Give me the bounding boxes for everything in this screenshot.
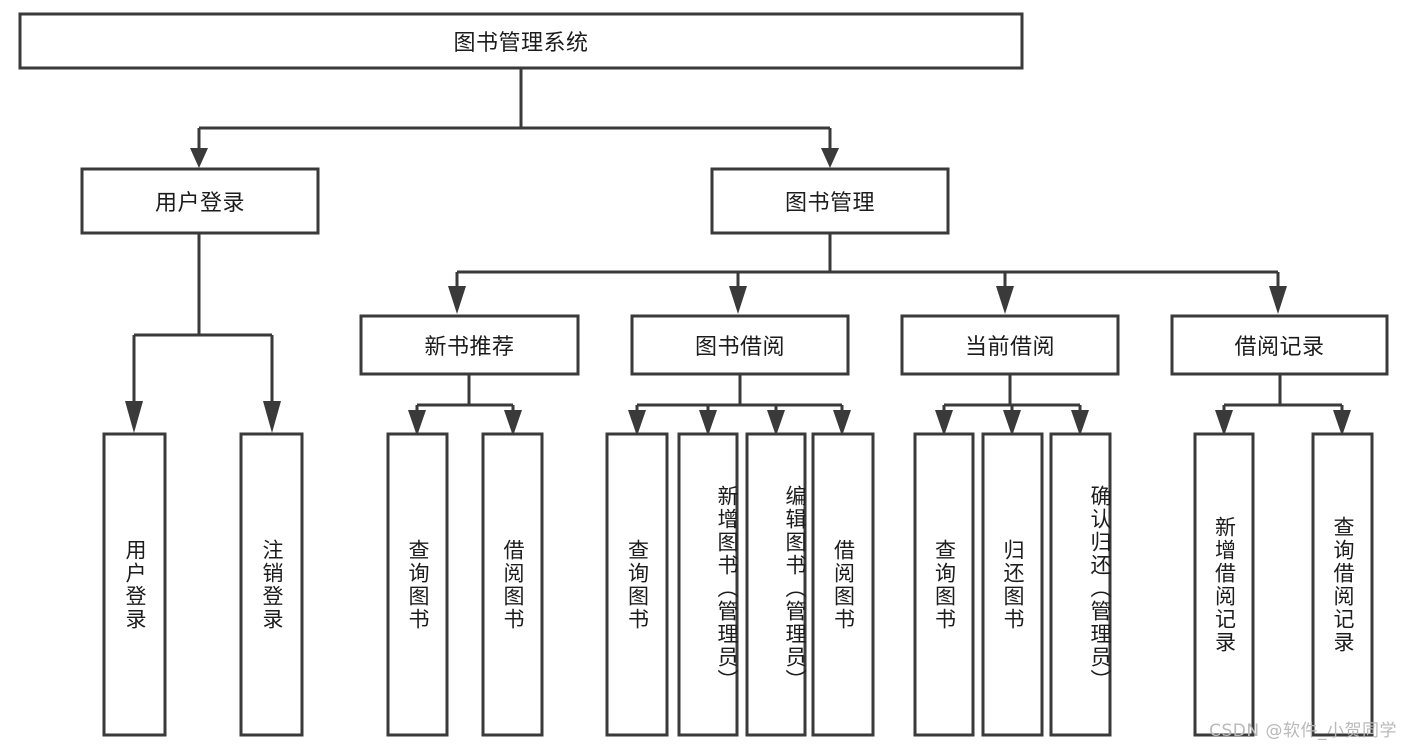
arrow-current-borrow-leaf-3-icon bbox=[1071, 410, 1089, 436]
leaf-box-borrow-book-recommend[interactable] bbox=[481, 432, 544, 737]
arrow-new-book-leaf-2-icon bbox=[504, 410, 522, 436]
leaf-box-add-book-admin[interactable] bbox=[677, 432, 739, 737]
leaf-box-logout[interactable] bbox=[239, 432, 304, 737]
arrow-user-login-leaf-1-icon bbox=[125, 401, 143, 433]
arrow-to-borrow-record-icon bbox=[1269, 286, 1287, 314]
level2-node-box-user-login[interactable] bbox=[80, 167, 320, 235]
arrow-book-borrow-leaf-1-icon bbox=[628, 410, 646, 436]
arrow-borrow-record-leaf-2-icon bbox=[1333, 410, 1351, 436]
level3-node-box-book-borrow[interactable] bbox=[630, 314, 850, 376]
leaf-box-confirm-return-admin[interactable] bbox=[1049, 432, 1112, 737]
arrow-borrow-record-leaf-1-icon bbox=[1215, 410, 1233, 436]
arrow-to-new-book-icon bbox=[448, 286, 466, 314]
leaf-box-query-book-borrow[interactable] bbox=[605, 432, 669, 737]
leaf-box-return-book[interactable] bbox=[981, 432, 1044, 737]
level3-node-box-new-book-recommend[interactable] bbox=[359, 314, 580, 376]
arrow-to-current-borrow-icon bbox=[996, 286, 1014, 314]
leaf-box-query-borrow-record[interactable] bbox=[1311, 432, 1374, 737]
arrow-book-borrow-leaf-3-icon bbox=[767, 410, 785, 436]
leaf-box-user-login[interactable] bbox=[102, 432, 167, 737]
arrow-current-borrow-leaf-1-icon bbox=[935, 410, 953, 436]
leaf-box-query-book-recommend[interactable] bbox=[386, 432, 449, 737]
arrow-to-book-borrow-icon bbox=[729, 286, 747, 314]
level3-node-box-borrow-record[interactable] bbox=[1170, 314, 1389, 376]
leaf-box-borrow-book[interactable] bbox=[811, 432, 875, 737]
leaf-box-add-borrow-record[interactable] bbox=[1193, 432, 1255, 737]
leaf-box-query-book-current[interactable] bbox=[913, 432, 975, 737]
root-node-box[interactable] bbox=[18, 12, 1024, 70]
watermark-text: CSDN @软件_小贺同学 bbox=[1209, 721, 1397, 741]
leaf-box-edit-book-admin[interactable] bbox=[745, 432, 807, 737]
level3-node-box-current-borrow[interactable] bbox=[900, 314, 1120, 376]
arrow-user-login-leaf-2-icon bbox=[263, 401, 281, 433]
arrow-current-borrow-leaf-2-icon bbox=[1003, 410, 1021, 436]
arrow-root-to-user-login-icon bbox=[190, 148, 208, 168]
arrow-root-to-book-mgmt-icon bbox=[821, 148, 839, 168]
arrow-book-borrow-leaf-4-icon bbox=[833, 410, 851, 436]
arrow-book-borrow-leaf-2-icon bbox=[699, 410, 717, 436]
arrow-new-book-leaf-1-icon bbox=[408, 410, 426, 436]
level2-node-box-book-management[interactable] bbox=[710, 167, 950, 235]
